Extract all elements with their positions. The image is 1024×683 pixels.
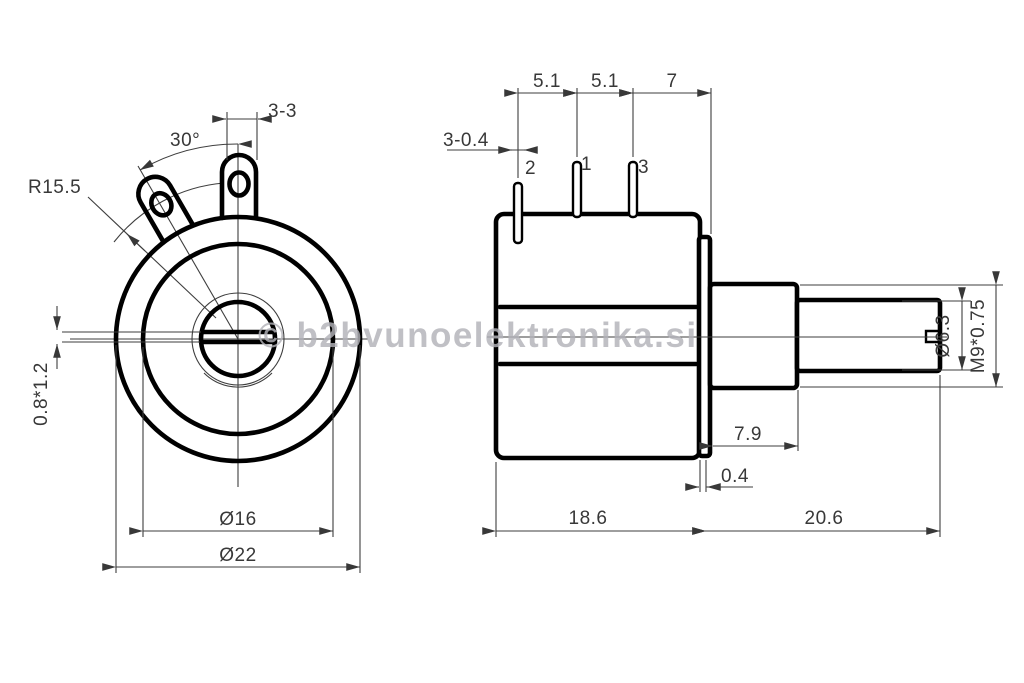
dim-lug-spacing: 3-3: [268, 101, 297, 122]
dim-bushing-length: 7.9: [734, 424, 762, 445]
dim-dia-outer: Ø22: [219, 545, 256, 566]
dim-shaft-length: 20.6: [805, 508, 844, 529]
angled-lug-group: [136, 174, 196, 245]
front-view: 3-3 30° R15.5 0.8*1.2 Ø16 Ø22: [28, 101, 368, 573]
pin-1-label: 1: [581, 154, 592, 175]
dim-pin-note: 3-0.4: [443, 130, 489, 151]
dim-shaft-dia: Ø6.3: [933, 314, 954, 357]
angled-lug: [136, 174, 196, 245]
dim-pin-pitch-b: 5.1: [591, 71, 619, 92]
chamfer-arc: [203, 372, 273, 388]
threaded-bushing: [707, 281, 800, 391]
pin-2: [512, 181, 524, 245]
body-outer-circle: [113, 214, 363, 464]
angle-dim-arc: [139, 140, 252, 171]
bushing-thin-circle: [191, 292, 285, 386]
angled-lug-hole: [149, 190, 174, 218]
dim-lug-angle: 30°: [170, 130, 200, 151]
watermark-text: © b2bvunoelektronika.si: [258, 316, 698, 355]
dim-thread-spec: M9*0.75: [968, 299, 989, 373]
dim-shaft-slot: 0.8*1.2: [31, 362, 52, 426]
body-inner-circle: [140, 241, 336, 437]
side-view: 5.1 5.1 7 3-0.4 2 1 3 Ø6.3 M9*0.75: [443, 71, 1003, 537]
shaft: [794, 297, 943, 374]
dim-flange-lip: 0.4: [721, 466, 749, 487]
radius-leader-arrow: [126, 233, 146, 252]
pin-3: [627, 160, 639, 219]
dim-pin-pitch-a: 5.1: [533, 71, 561, 92]
pin-3-label: 3: [638, 157, 649, 178]
shaft-hub-circle: [198, 299, 278, 379]
dim-dia-inner: Ø16: [219, 509, 256, 530]
dim-pin-to-shaft-face: 7: [666, 71, 677, 92]
pin-2-label: 2: [525, 158, 536, 179]
top-lug: [219, 152, 259, 221]
dim-body-length: 18.6: [569, 508, 608, 529]
pin-1: [571, 160, 583, 219]
dim-lug-arc-radius: R15.5: [28, 177, 81, 198]
radius-leader-line: [87, 196, 217, 319]
top-lug-hole: [227, 170, 251, 198]
